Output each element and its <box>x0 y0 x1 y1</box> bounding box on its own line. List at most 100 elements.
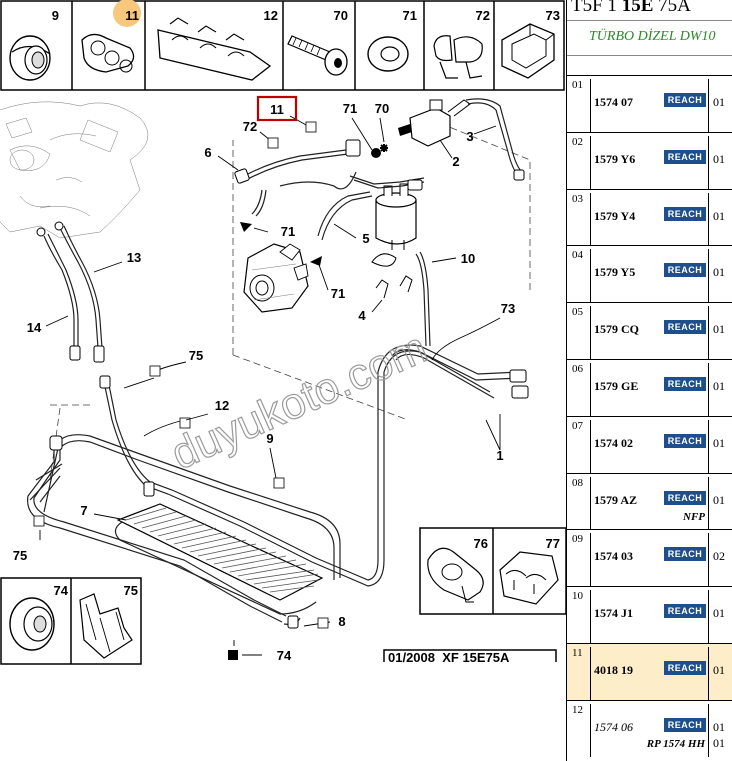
reach-badge[interactable]: REACH <box>664 490 706 505</box>
box-label-77: 77 <box>546 536 560 551</box>
engine-block-outline <box>0 101 149 239</box>
box-label-76: 76 <box>474 536 488 551</box>
engine-subtitle: TÜRBO DİZEL DW10 <box>567 20 732 56</box>
part-reference[interactable]: 4018 19 <box>594 663 633 677</box>
reach-badge[interactable]: REACH <box>664 320 706 335</box>
part-quantity: 01 <box>708 419 732 473</box>
part-reference[interactable]: 1579 AZ <box>594 492 638 507</box>
strip-label-70: 70 <box>334 8 348 23</box>
fuel-pipes <box>27 98 523 625</box>
part-index: 11 <box>569 647 591 700</box>
reach-badge[interactable]: REACH <box>664 377 706 391</box>
fuel-heater-unit <box>398 99 471 147</box>
part-quantity: 01 <box>708 192 732 246</box>
thumb-9-grommet-icon <box>9 35 51 81</box>
part-qty-2: 01 <box>713 735 725 750</box>
part-quantity: 01 <box>708 647 732 700</box>
part-reference[interactable]: 1574 J1 <box>594 606 633 621</box>
reach-badge[interactable]: REACH <box>664 149 706 164</box>
thumb-70-bolt-icon <box>287 35 348 76</box>
parts-diagram: 9 11 12 70 71 72 73 <box>0 0 566 665</box>
callout-74: 74 <box>277 648 292 663</box>
callout-7: 7 <box>80 503 87 518</box>
assembly-boundary <box>232 114 531 421</box>
part-reference[interactable]: 1574 07 <box>594 95 633 109</box>
callout-71-left: 71 <box>281 224 295 239</box>
thumb-73-bracket-icon <box>501 23 555 79</box>
part-quantity: 01 <box>708 79 732 132</box>
box-label-74: 74 <box>54 583 69 598</box>
part-index: 02 <box>569 135 591 189</box>
thumb-75-clip-icon <box>79 593 133 659</box>
thumb-77-clip-icon <box>499 551 559 605</box>
reach-badge[interactable]: REACH <box>664 717 706 732</box>
callout-3: 3 <box>466 129 473 144</box>
reach-badge[interactable]: REACH <box>664 547 706 562</box>
callout-4: 4 <box>358 308 366 323</box>
watermark: duyukoto.com <box>164 323 434 479</box>
part-reference[interactable]: 1574 03 <box>594 549 633 564</box>
part-reference[interactable]: 1579 Y5 <box>594 265 636 280</box>
callout-75-mid: 75 <box>189 348 203 363</box>
part-index: 03 <box>569 192 591 246</box>
fuel-filter <box>371 183 417 267</box>
callout-73: 73 <box>501 301 515 316</box>
callout-13: 13 <box>127 250 141 265</box>
hp-fuel-pump <box>243 243 309 313</box>
thumb-76-clip-icon <box>427 547 484 603</box>
pipe-connectors <box>36 139 529 629</box>
part-reference[interactable]: 1579 Y4 <box>594 208 636 223</box>
part-quantity: 01 <box>708 476 732 530</box>
callout-10: 10 <box>461 251 475 266</box>
reach-badge[interactable]: REACH <box>664 206 706 221</box>
reach-badge[interactable]: REACH <box>664 433 706 448</box>
panel-title: T5F 1 15E 75A <box>571 0 691 16</box>
diagram-stamp: 01/2008 XF 15E75A <box>383 649 557 665</box>
callout-5: 5 <box>362 231 369 246</box>
strip-label-71: 71 <box>403 8 417 23</box>
callout-9: 9 <box>266 431 273 446</box>
callout-12: 12 <box>215 398 229 413</box>
part-index: 12 <box>569 703 591 757</box>
part-reference[interactable]: 1579 GE <box>594 379 639 393</box>
thumb-71-washer-icon <box>367 36 409 72</box>
parts-list-panel: T5F 1 15E 75A TÜRBO DİZEL DW10 01 1574 07… <box>566 0 732 761</box>
part-quantity: 01 <box>708 590 732 644</box>
callout-8: 8 <box>338 614 345 629</box>
part-reference[interactable]: 1579 CQ <box>594 322 639 337</box>
thumb-74-grommet-icon <box>9 597 55 651</box>
callout-71-mid: 71 <box>331 286 345 301</box>
part-quantity: 01 <box>708 249 732 303</box>
part-reference[interactable]: 1574 02 <box>594 435 633 450</box>
part-index: 07 <box>569 419 591 473</box>
inset-box-76-77: 76 77 <box>419 527 566 615</box>
reach-badge[interactable]: REACH <box>664 661 706 675</box>
reach-badge[interactable]: REACH <box>664 93 706 107</box>
part-quantity: 02 <box>708 533 732 587</box>
part-quantity: 01 <box>708 306 732 360</box>
part-index: 10 <box>569 590 591 644</box>
part-index: 09 <box>569 533 591 587</box>
callout-11: 11 <box>270 102 284 117</box>
callout-leaders <box>33 115 501 660</box>
selected-part-highlight <box>113 0 141 27</box>
reach-badge[interactable]: REACH <box>664 263 706 278</box>
parts-thumbnail-strip: 9 11 12 70 71 72 73 <box>0 0 565 91</box>
part-reference[interactable]: 1574 06 <box>594 719 633 734</box>
selected-callout-box <box>256 95 298 122</box>
reach-badge[interactable]: REACH <box>664 604 706 619</box>
part-reference[interactable]: 1579 Y6 <box>594 151 636 166</box>
strip-label-11: 11 <box>125 8 139 23</box>
